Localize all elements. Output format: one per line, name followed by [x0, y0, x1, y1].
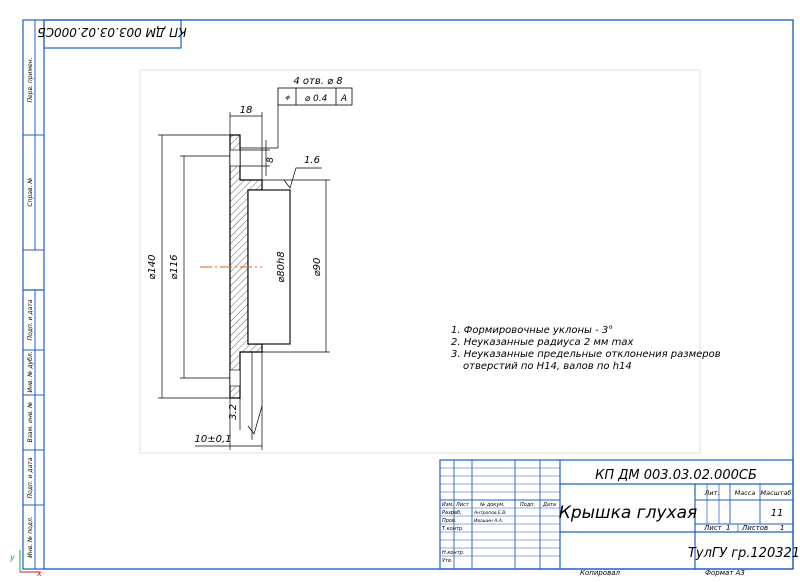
left-strip: Перв. примен. Справ. № Подп. и дата Инв.…: [23, 20, 44, 569]
svg-text:y: y: [9, 553, 15, 562]
dimension-lines: [158, 105, 330, 450]
dim-140: ⌀140: [147, 254, 158, 279]
part-section[interactable]: [200, 134, 291, 399]
masshtab-label: Масштаб: [761, 489, 792, 497]
data-label: Дата: [542, 502, 556, 508]
utv-label: Утв.: [442, 558, 453, 564]
note-3: 3. Неуказанные предельные отклонения раз…: [451, 349, 721, 360]
title-block: КП ДМ 003.03.02.000СБ Крышка глухая ТулГ…: [439, 459, 800, 570]
listov-no: 1: [780, 524, 784, 532]
axes-marker-icon: x y: [9, 550, 42, 578]
view-area: [139, 69, 701, 454]
dim-16: 1.6: [304, 155, 320, 166]
dim-32: 3.2: [228, 404, 239, 420]
podp-label: Подп.: [520, 502, 535, 508]
top-code-box: [43, 19, 182, 49]
note-1: 1. Формировочные уклоны - 3°: [451, 325, 613, 336]
dim-10: 10±0,1: [194, 434, 231, 445]
svg-text:x: x: [36, 569, 42, 577]
strip-invpodl: Инв. № подл.: [27, 516, 34, 557]
strip-invdubl: Инв. № дубл.: [27, 351, 34, 392]
prov-name: Ивашин А.А.: [474, 518, 503, 524]
tkontr-label: Т.контр.: [442, 526, 464, 532]
dim-80h8: ⌀80h8: [276, 251, 287, 282]
copied-label: Копировал: [580, 569, 621, 577]
main-code: КП ДМ 003.03.02.000СБ: [595, 468, 757, 483]
lit-label: Лит.: [704, 489, 720, 497]
note-2: 2. Неуказанные радиуса 2 мм max: [451, 337, 634, 348]
ndokum-label: № докум.: [479, 502, 505, 508]
prov-label: Пров.: [442, 518, 457, 524]
dim-8: 8: [266, 157, 276, 163]
inner-frame: [43, 19, 794, 570]
massa-label: Масса: [735, 489, 756, 497]
note-4: отверстий по H14, валов по h14: [463, 361, 632, 372]
listov-label: Листов: [741, 524, 768, 532]
strip-sprav: Справ. №: [27, 177, 34, 206]
tech-notes: 1. Формировочные уклоны - 3° 2. Неуказан…: [451, 325, 721, 372]
strip-podp2: Подп. и дата: [27, 457, 34, 498]
tolerance-frame: ⌖ ⌀ 0.4 А: [277, 87, 353, 106]
tol-value: ⌀ 0.4: [305, 94, 328, 104]
razrab-label: Разраб.: [442, 510, 462, 516]
strip-perv: Перв. примен.: [27, 57, 34, 102]
strip-vzam: Взам. инв. №: [27, 402, 34, 443]
list-no: 1: [726, 524, 730, 532]
format-label: Формат А3: [705, 569, 745, 577]
top-code-text: КП ДМ 003.03.02.000СБ: [37, 25, 186, 39]
list-col-label: Лист: [455, 502, 470, 508]
strip-podp1: Подп. и дата: [27, 299, 34, 340]
razrab-name: Антропов Е.В.: [473, 510, 507, 516]
nkontr-label: Н.контр.: [442, 550, 464, 556]
holes-text: 4 отв. ⌀ 8: [293, 76, 342, 87]
position-tolerance-icon: ⌖: [284, 93, 291, 104]
dim-18: 18: [240, 105, 253, 116]
part-title: Крышка глухая: [559, 503, 698, 523]
dim-90: ⌀90: [312, 258, 323, 277]
org-text: ТулГУ гр.120321: [688, 546, 800, 561]
sheet-mass: 11: [771, 508, 784, 519]
outer-frame: [22, 19, 794, 570]
tol-base: А: [340, 94, 347, 104]
dim-116: ⌀116: [169, 254, 180, 279]
izm-label: Изм.: [442, 502, 454, 508]
list-label: Лист: [703, 524, 723, 532]
